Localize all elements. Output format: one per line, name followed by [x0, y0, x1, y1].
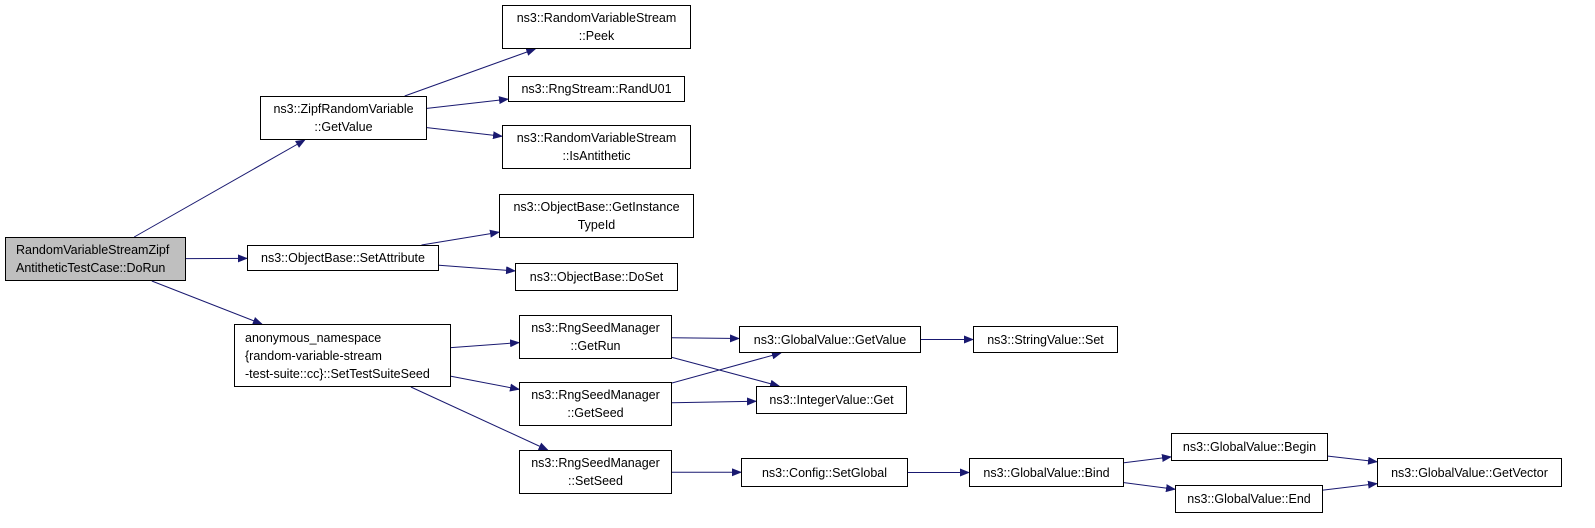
node-objectbase-doset[interactable]: ns3::ObjectBase::DoSet: [515, 263, 678, 291]
node-label-line: ns3::RandomVariableStream: [516, 131, 677, 145]
node-zipf-getvalue[interactable]: ns3::ZipfRandomVariable ::GetValue: [260, 96, 427, 140]
edge-rsm_getrun-to-gv_getvalue: [671, 334, 740, 343]
node-label-line: -test-suite::cc}::SetTestSuiteSeed: [245, 366, 430, 381]
node-label-line: ::Peek: [578, 29, 615, 43]
node-rngseedmanager-getseed[interactable]: ns3::RngSeedManager ::GetSeed: [519, 382, 672, 426]
edge-zipf_getvalue-to-rvs_isantithetic: [426, 127, 503, 140]
node-root-dorun[interactable]: RandomVariableStreamZipf AntitheticTestC…: [5, 237, 186, 281]
edge-anon_settestsuiteseed-to-rsm_getseed: [450, 375, 520, 392]
node-rvs-isantithetic[interactable]: ns3::RandomVariableStream ::IsAntithetic: [502, 125, 691, 169]
node-label-line: ns3::GlobalValue::GetValue: [753, 332, 907, 347]
node-globalvalue-getvalue[interactable]: ns3::GlobalValue::GetValue: [739, 326, 921, 353]
node-label-line: ns3::RngSeedManager: [531, 456, 660, 470]
node-label-line: ns3::Config::SetGlobal: [761, 465, 888, 480]
edge-ob_setattribute-to-ob_doset: [438, 264, 516, 275]
node-label-line: ns3::IntegerValue::Get: [769, 393, 894, 407]
node-label-line: ns3::RngSeedManager: [531, 321, 660, 335]
node-label-line: ::GetRun: [570, 339, 621, 353]
node-label-line: ns3::RandomVariableStream: [516, 11, 677, 25]
edge-zipf_getvalue-to-rngstream_randu01: [426, 96, 509, 109]
edge-rsm_getrun-to-iv_get: [671, 356, 781, 388]
node-label-line: ns3::RngStream::RandU01: [521, 82, 672, 96]
node-label-line: ::SetSeed: [568, 474, 623, 488]
node-rngseedmanager-setseed[interactable]: ns3::RngSeedManager ::SetSeed: [519, 450, 672, 494]
node-rvs-peek[interactable]: ns3::RandomVariableStream ::Peek: [502, 5, 691, 49]
node-label-line: ns3::ZipfRandomVariable: [273, 102, 414, 116]
node-globalvalue-end[interactable]: ns3::GlobalValue::End: [1175, 485, 1323, 513]
node-label-line: ns3::StringValue::Set: [987, 332, 1104, 347]
node-label-line: ::GetValue: [314, 120, 373, 134]
edge-root-to-anon_settestsuiteseed: [151, 280, 263, 325]
node-label-line: ns3::GlobalValue::End: [1187, 492, 1311, 506]
node-objectbase-setattribute[interactable]: ns3::ObjectBase::SetAttribute: [247, 245, 439, 271]
node-integervalue-get[interactable]: ns3::IntegerValue::Get: [756, 386, 907, 414]
node-label-line: AntitheticTestCase::DoRun: [16, 261, 166, 275]
node-label-line: ns3::ObjectBase::DoSet: [529, 270, 664, 284]
node-anonymous-settestsuiteseed[interactable]: anonymous_namespace {random-variable-str…: [234, 324, 451, 387]
node-label-line: ns3::RngSeedManager: [531, 388, 660, 402]
node-config-setglobal[interactable]: ns3::Config::SetGlobal: [741, 458, 908, 487]
edge-gv_bind-to-gv_end: [1123, 482, 1176, 493]
node-label-line: RandomVariableStreamZipf: [16, 243, 170, 257]
node-label-line: {random-variable-stream: [245, 348, 382, 363]
node-globalvalue-getvector[interactable]: ns3::GlobalValue::GetVector: [1377, 458, 1562, 487]
edge-root-to-zipf_getvalue: [133, 139, 306, 238]
edge-gv_end-to-gv_getvector: [1322, 480, 1378, 491]
edge-rsm_getseed-to-iv_get: [671, 397, 757, 406]
edge-anon_settestsuiteseed-to-rsm_getrun: [450, 339, 520, 349]
node-globalvalue-begin[interactable]: ns3::GlobalValue::Begin: [1171, 433, 1328, 461]
node-rngseedmanager-getrun[interactable]: ns3::RngSeedManager ::GetRun: [519, 315, 672, 359]
node-label-line: anonymous_namespace: [245, 330, 382, 345]
node-label-line: ns3::GlobalValue::Bind: [983, 465, 1110, 480]
edge-rsm_getseed-to-gv_getvalue: [671, 351, 782, 384]
edge-ob_setattribute-to-ob_getinstancetypeid: [421, 229, 500, 246]
node-stringvalue-set[interactable]: ns3::StringValue::Set: [973, 326, 1118, 353]
edge-gv_begin-to-gv_getvector: [1327, 455, 1378, 465]
node-rngstream-randu01[interactable]: ns3::RngStream::RandU01: [508, 76, 685, 102]
node-label-line: ::IsAntithetic: [562, 149, 631, 163]
edge-zipf_getvalue-to-rvs_peek: [404, 48, 537, 97]
node-globalvalue-bind[interactable]: ns3::GlobalValue::Bind: [969, 458, 1124, 487]
node-label-line: TypeId: [577, 218, 616, 232]
edge-anon_settestsuiteseed-to-rsm_setseed: [410, 386, 549, 451]
node-label-line: ns3::ObjectBase::GetInstance: [513, 200, 680, 214]
node-label-line: ::GetSeed: [567, 406, 624, 420]
node-label-line: ns3::ObjectBase::SetAttribute: [261, 251, 425, 265]
node-label-line: ns3::GlobalValue::GetVector: [1391, 465, 1548, 480]
node-objectbase-getinstancetypeid[interactable]: ns3::ObjectBase::GetInstance TypeId: [499, 194, 694, 238]
edge-gv_bind-to-gv_begin: [1123, 454, 1172, 464]
node-label-line: ns3::GlobalValue::Begin: [1182, 440, 1317, 454]
